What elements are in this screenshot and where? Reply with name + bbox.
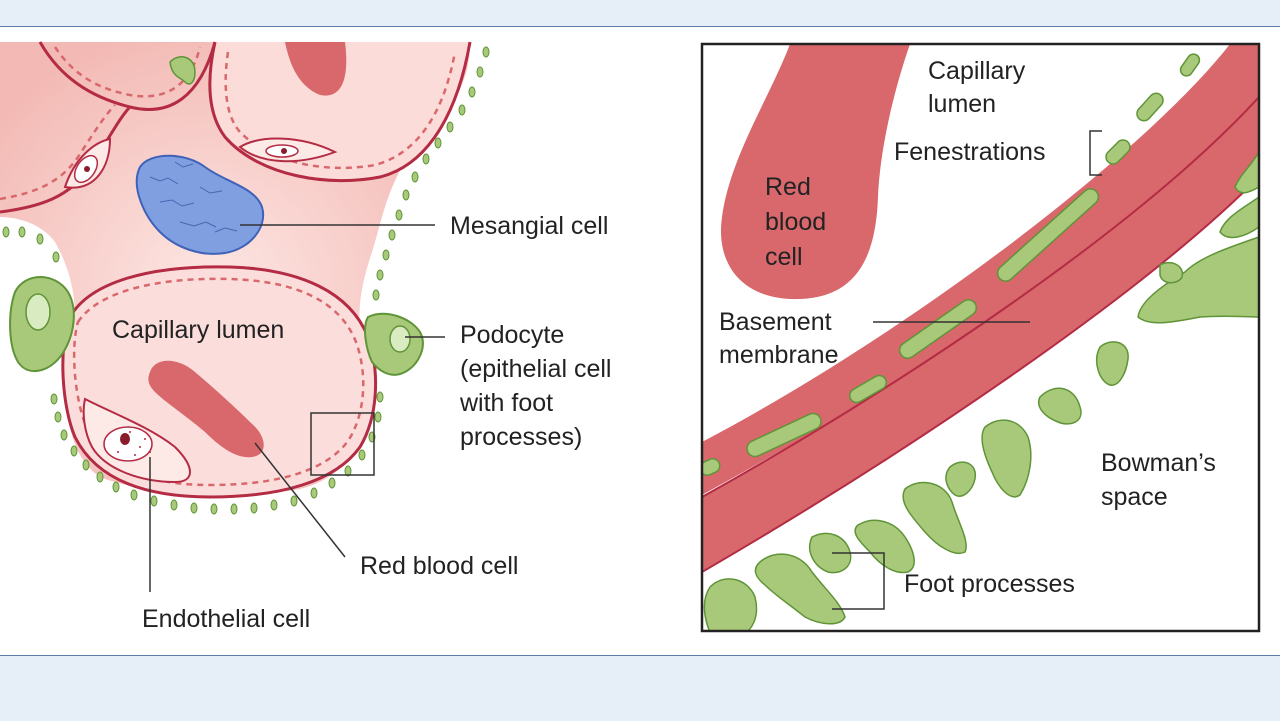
podocyte-foot-processes — [703, 150, 1259, 631]
slide-footer-band — [0, 655, 1280, 721]
magnification-box — [310, 412, 375, 476]
red-blood-cell — [148, 360, 264, 458]
left-loop-dashes — [0, 104, 116, 201]
fenestrations-bracket — [1089, 130, 1102, 176]
top-red-blood-cell — [285, 42, 347, 96]
right-panel-diagram — [702, 44, 1259, 631]
foot-processes-bracket — [832, 552, 885, 610]
label-capillary-lumen-right-1: Capillary — [928, 57, 1026, 85]
label-rbc-right-1: Red — [765, 173, 811, 201]
main-loop-inner-dashes — [72, 277, 365, 487]
glomerulus-figure: Capillary lumen Mesangial cell Podocyte … — [0, 27, 1280, 655]
label-podocyte-line3: with foot — [459, 389, 553, 417]
upper-capillary-loop-left — [38, 41, 217, 111]
slide-header-band — [0, 0, 1280, 27]
label-fenestrations: Fenestrations — [894, 138, 1045, 166]
rbc-magnified — [720, 44, 910, 300]
endothelial-cell-small-upper — [238, 137, 338, 163]
rbc-leader — [254, 442, 346, 558]
label-red-blood-cell: Red blood cell — [360, 552, 518, 580]
small-podocyte-top — [169, 56, 196, 85]
podocyte-right — [364, 312, 424, 376]
endothelial-cell — [82, 397, 191, 484]
label-capillary-lumen-right-2: lumen — [928, 90, 996, 118]
basement-membrane-band — [702, 95, 1259, 574]
label-capillary-lumen-left: Capillary lumen — [112, 316, 284, 344]
glomerulus-diagram: Capillary lumen Mesangial cell Podocyte … — [0, 41, 1261, 633]
label-endothelial-cell: Endothelial cell — [142, 605, 310, 633]
upper-loop-dashes — [224, 51, 457, 170]
label-podocyte-line1: Podocyte — [460, 321, 564, 349]
label-bowmans-1: Bowman’s — [1101, 449, 1216, 477]
label-foot-processes: Foot processes — [904, 570, 1075, 598]
label-rbc-right-2: blood — [765, 208, 826, 236]
podocyte-left — [9, 276, 75, 372]
label-podocyte-line4: processes) — [460, 423, 582, 451]
label-rbc-right-3: cell — [765, 243, 803, 271]
magnified-view-frame — [700, 42, 1261, 633]
label-podocyte-line2: (epithelial cell — [460, 355, 611, 383]
label-bowmans-2: space — [1101, 483, 1168, 511]
label-mesangial-cell: Mesangial cell — [450, 212, 608, 240]
left-panel-diagram — [0, 41, 490, 592]
endothelial-cell-small-left — [63, 137, 112, 189]
label-basement-2: membrane — [719, 341, 839, 369]
foot-process-dots — [2, 46, 490, 515]
mesangial-texture — [149, 161, 238, 233]
label-basement-1: Basement — [719, 308, 832, 336]
endothelial-fenestrations — [702, 53, 1201, 477]
